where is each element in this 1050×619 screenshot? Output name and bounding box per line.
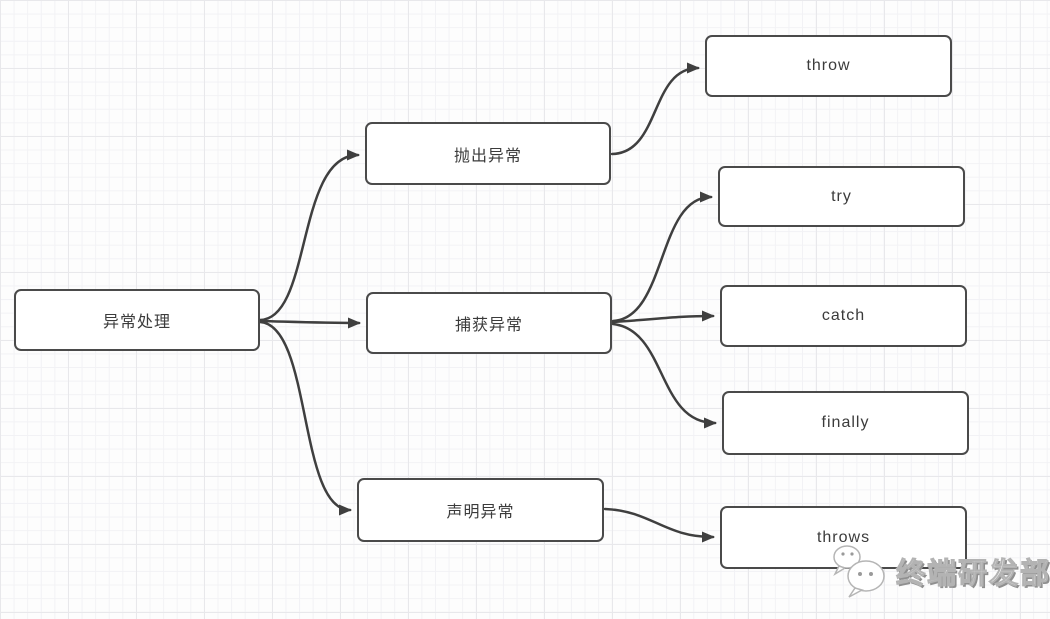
node-catch-exception: 捕获异常: [366, 292, 612, 354]
node-finally-label: finally: [821, 414, 870, 431]
node-catch-label: catch: [821, 307, 866, 324]
node-catch: catch: [720, 285, 967, 347]
node-throw: throw: [705, 35, 952, 97]
node-declare-exception: 声明异常: [357, 478, 604, 542]
wechat-chat-bubbles-icon: [833, 545, 885, 598]
node-exception-handling: 异常处理: [14, 289, 260, 351]
node-try: try: [718, 166, 965, 227]
node-finally: finally: [722, 391, 969, 455]
node-try-label: try: [831, 187, 852, 205]
edge-catch-exception-to-try: [611, 191, 713, 323]
edge-exception-handling-to-throw-exception: [258, 149, 360, 322]
node-throw-exception: 抛出异常: [365, 122, 611, 185]
node-declare-exception-label: 声明异常: [446, 504, 515, 521]
node-throws-label: throws: [816, 528, 871, 546]
edge-declare-exception-to-throws: [603, 507, 715, 543]
edge-catch-exception-to-finally: [611, 322, 717, 429]
edge-catch-exception-to-catch: [611, 310, 715, 324]
watermark-text: 终端研发部: [895, 558, 1050, 591]
edge-throw-exception-to-throw: [610, 62, 700, 156]
watermark: 终端研发部: [828, 543, 1050, 599]
edge-exception-handling-to-catch-exception: [258, 317, 361, 329]
node-throw-exception-label: 抛出异常: [453, 147, 522, 165]
edge-exception-handling-to-declare-exception: [258, 320, 352, 516]
node-exception-handling-label: 异常处理: [102, 314, 171, 331]
node-catch-exception-label: 捕获异常: [454, 317, 523, 334]
node-throw-label: throw: [806, 57, 851, 74]
